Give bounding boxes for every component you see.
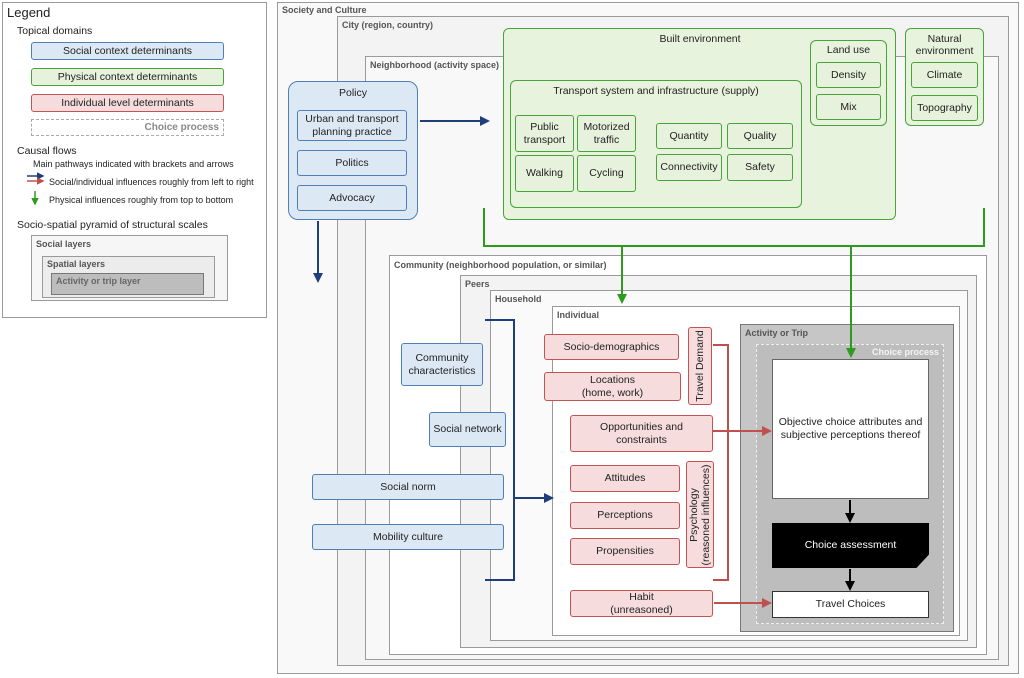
legend-social-layers-label: Social layers — [36, 239, 92, 249]
topography: Topography — [911, 95, 978, 121]
legend-social-flow: Social/individual influences roughly fro… — [49, 177, 254, 187]
built-environment-title: Built environment — [659, 33, 741, 45]
layer-community-label: Community (neighborhood population, or s… — [394, 260, 607, 270]
social-network: Social network — [429, 412, 506, 447]
legend-social-layers: Social layers Spatial layers Activity or… — [31, 235, 228, 301]
psychology: Psychology (reasoned influences) — [686, 461, 714, 568]
community-characteristics: Community characteristics — [401, 343, 483, 386]
transport-system-title: Transport system and infrastructure (sup… — [553, 85, 759, 97]
mobility-culture: Mobility culture — [312, 524, 504, 550]
land-use-title: Land use — [826, 44, 871, 56]
travel-demand: Travel Demand — [688, 327, 712, 405]
policy-politics: Politics — [297, 150, 407, 176]
legend-panel: Legend Topical domains Social context de… — [2, 2, 267, 318]
legend-activity-layer-label: Activity or trip layer — [56, 276, 141, 286]
travel-choices: Travel Choices — [772, 591, 929, 618]
policy-urban-planning: Urban and transport planning practice — [297, 110, 407, 141]
physical-bracket — [483, 208, 985, 247]
locations: Locations (home, work) — [544, 372, 681, 401]
individual-bracket — [713, 344, 729, 581]
socio-demographics: Socio-demographics — [544, 334, 679, 360]
attitudes: Attitudes — [570, 465, 680, 492]
choice-assessment: Choice assessment — [772, 523, 929, 568]
propensities: Propensities — [570, 538, 680, 565]
legend-pyramid: Socio-spatial pyramid of structural scal… — [17, 219, 208, 231]
quantity: Quantity — [656, 123, 722, 149]
cycling: Cycling — [577, 155, 636, 192]
walking: Walking — [515, 155, 574, 192]
legend-causal-flows: Causal flows — [17, 145, 77, 157]
layer-activity-label: Activity or Trip — [745, 328, 809, 338]
layer-individual-label: Individual — [557, 310, 600, 320]
opportunities-constraints: Opportunities and constraints — [570, 415, 713, 452]
safety: Safety — [727, 154, 793, 181]
legend-physical-flow: Physical influences roughly from top to … — [49, 195, 234, 205]
social-norm: Social norm — [312, 474, 504, 500]
legend-title: Legend — [7, 5, 51, 20]
climate: Climate — [911, 62, 978, 88]
mix: Mix — [816, 94, 881, 120]
legend-physical-box: Physical context determinants — [31, 68, 224, 86]
legend-spatial-layers-label: Spatial layers — [47, 259, 106, 269]
legend-activity-layer: Activity or trip layer — [51, 273, 204, 295]
density: Density — [816, 62, 881, 88]
quality: Quality — [727, 123, 793, 149]
legend-individual-box: Individual level determinants — [31, 94, 224, 112]
public-transport: Public transport — [515, 115, 574, 152]
social-bracket — [485, 319, 515, 581]
layer-society-label: Society and Culture — [282, 5, 367, 15]
legend-spatial-layers: Spatial layers Activity or trip layer — [42, 256, 215, 298]
choice-process-label: Choice process — [871, 347, 939, 357]
motorized-traffic: Motorized traffic — [577, 115, 636, 152]
layer-peers-label: Peers — [465, 279, 490, 289]
objective-choice-attributes: Objective choice attributes and subjecti… — [772, 359, 929, 499]
policy-advocacy: Advocacy — [297, 185, 407, 211]
legend-social-arrow-icon — [27, 172, 45, 185]
habit: Habit (unreasoned) — [570, 590, 713, 617]
connectivity: Connectivity — [656, 154, 722, 181]
legend-social-box: Social context determinants — [31, 42, 224, 60]
legend-choice-label: Choice process — [144, 122, 219, 133]
legend-main-pathways: Main pathways indicated with brackets an… — [33, 159, 234, 169]
layer-household-label: Household — [495, 294, 542, 304]
natural-environment-title: Natural environment — [915, 33, 974, 58]
layer-neighborhood-label: Neighborhood (activity space) — [370, 60, 500, 70]
policy-title: Policy — [338, 87, 367, 99]
layer-city-label: City (region, country) — [342, 20, 434, 30]
legend-choice-box: Choice process — [31, 119, 224, 136]
legend-topical-domains: Topical domains — [17, 25, 93, 37]
perceptions: Perceptions — [570, 502, 680, 529]
